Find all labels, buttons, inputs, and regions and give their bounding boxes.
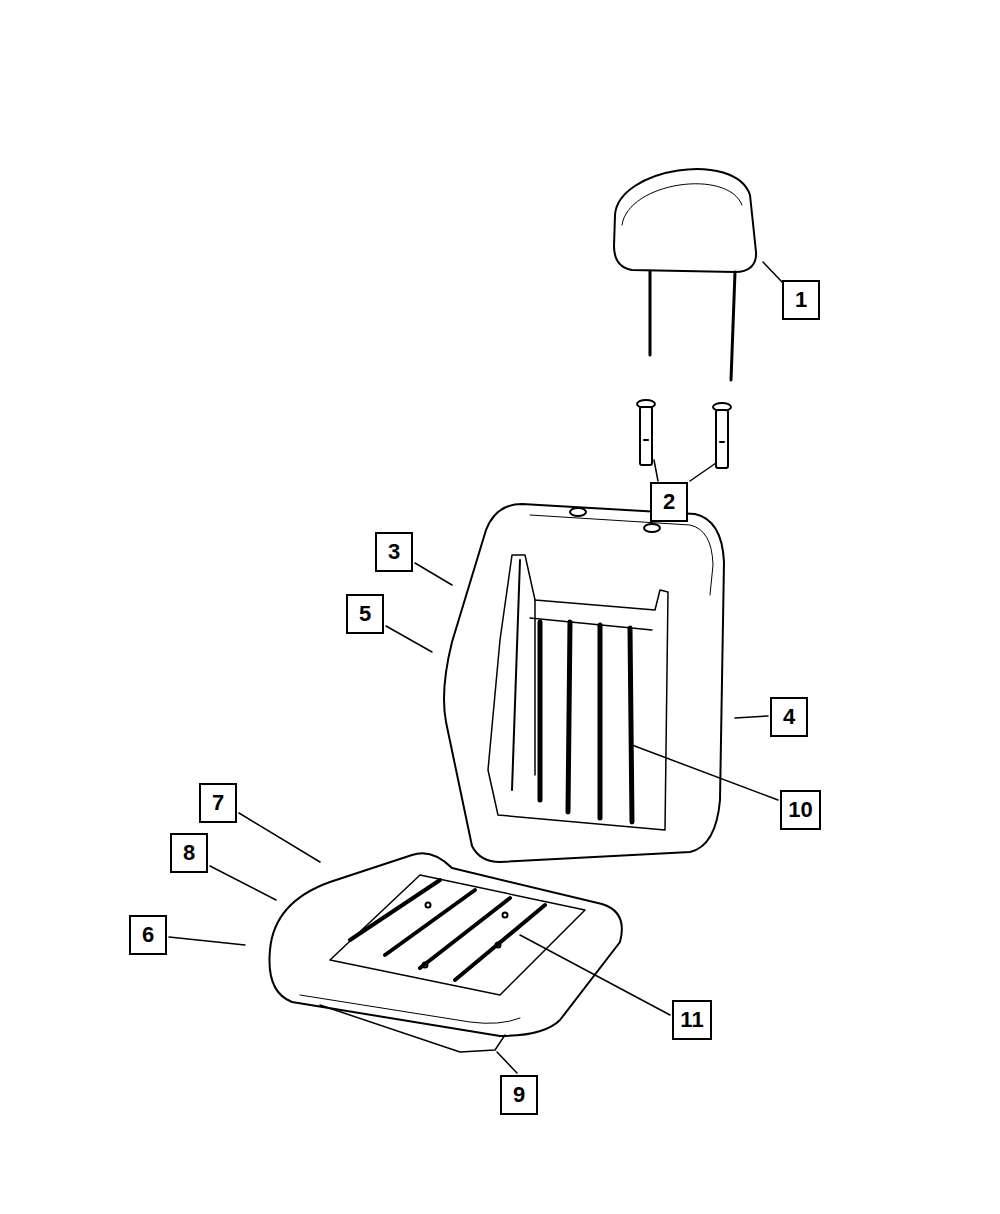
- leader-lines: [169, 262, 782, 1073]
- callout-number: 7: [199, 783, 237, 823]
- seat-cushion: [269, 853, 621, 1052]
- callout-number: 2: [650, 482, 688, 522]
- callout-number: 9: [500, 1075, 538, 1115]
- callout-number: 8: [170, 833, 208, 873]
- callout-number: 1: [782, 280, 820, 320]
- callout-number: 6: [129, 915, 167, 955]
- callout-number: 11: [672, 1000, 712, 1040]
- callout-number: 3: [375, 532, 413, 572]
- headrest-guides: [637, 400, 731, 468]
- callout-number: 10: [780, 790, 821, 830]
- headrest: [614, 169, 756, 380]
- seat-back: [444, 504, 724, 862]
- callout-number: 4: [770, 697, 808, 737]
- callout-number: 5: [346, 594, 384, 634]
